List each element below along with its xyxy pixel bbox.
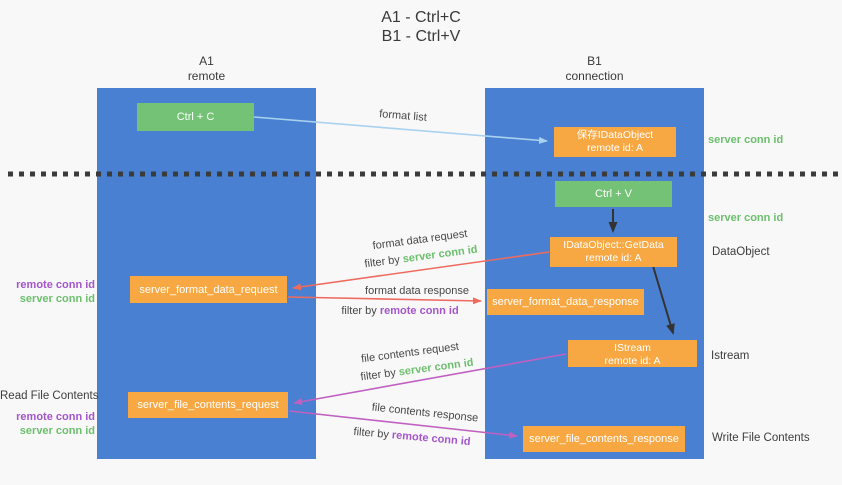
node-save-idataobject-line1: 保存IDataObject <box>576 129 654 141</box>
node-server-format-data-request-label: server_format_data_request <box>139 283 278 296</box>
label-filter-by-text-4: filter by <box>353 425 390 441</box>
right-label-server-conn-id-mid: server conn id <box>708 212 784 224</box>
node-idataobject-getdata-line1: IDataObject::GetData <box>563 239 664 251</box>
lane-header-a1: A1 remote <box>97 54 316 84</box>
label-format-list: format list <box>378 108 428 124</box>
node-idataobject-getdata: IDataObject::GetData remote id: A <box>550 237 677 267</box>
format-data-response-arrow <box>287 296 482 305</box>
lane-header-b1: B1 connection <box>485 54 704 84</box>
title-line-2: B1 - Ctrl+V <box>381 28 461 45</box>
node-save-idataobject: 保存IDataObject remote id: A <box>554 127 676 157</box>
node-server-file-contents-response-label: server_file_contents_response <box>529 433 679 445</box>
node-istream-line2: remote id: A <box>604 355 661 367</box>
label-filter-by-text-2: filter by <box>341 305 377 317</box>
label-filter-by-remote-1: filter by remote conn id <box>341 305 458 317</box>
label-file-contents-response: file contents response <box>371 401 479 425</box>
label-format-data-response: format data response <box>365 285 469 297</box>
label-remote-conn-id-inline-2: remote conn id <box>391 429 471 449</box>
right-label-write-file-contents: Write File Contents <box>712 432 810 444</box>
lane-b1-role: connection <box>565 69 624 83</box>
lane-b1-name: B1 <box>587 54 602 68</box>
left-label-server-conn-id-top: server conn id <box>19 293 95 305</box>
lane-a1-name: A1 <box>199 54 214 68</box>
lane-a1-role: remote <box>187 69 226 83</box>
node-server-file-contents-request-label: server_file_contents_request <box>137 399 279 411</box>
node-server-file-contents-response: server_file_contents_response <box>523 426 685 452</box>
label-filter-by-remote-2: filter by remote conn id <box>353 426 471 448</box>
node-ctrl-c: Ctrl + C <box>137 103 254 131</box>
node-save-idataobject-line2: remote id: A <box>586 142 644 154</box>
right-label-dataobject: DataObject <box>712 246 770 258</box>
left-label-remote-conn-id-bottom: remote conn id <box>16 411 95 423</box>
node-ctrl-c-label: Ctrl + C <box>176 111 215 123</box>
node-server-file-contents-request: server_file_contents_request <box>128 392 288 418</box>
node-server-format-data-request: server_format_data_request <box>130 276 287 303</box>
label-server-conn-id-inline-2: server conn id <box>398 356 475 379</box>
diagram-title: A1 - Ctrl+C B1 - Ctrl+V <box>0 8 842 46</box>
right-label-server-conn-id-top: server conn id <box>708 134 784 146</box>
left-label-remote-conn-id-top: remote conn id <box>16 279 95 291</box>
label-remote-conn-id-inline-1: remote conn id <box>379 305 459 317</box>
label-filter-by-text-3: filter by <box>359 366 397 384</box>
left-label-server-conn-id-bottom: server conn id <box>19 425 95 437</box>
left-label-read-file-contents: Read File Contents <box>0 390 99 402</box>
label-filter-by-text-1: filter by <box>363 253 401 271</box>
node-server-format-data-response-label: server_format_data_response <box>492 296 639 308</box>
right-label-istream: Istream <box>711 350 750 362</box>
node-ctrl-v: Ctrl + V <box>555 181 672 207</box>
node-istream: IStream remote id: A <box>568 340 697 367</box>
title-line-1: A1 - Ctrl+C <box>381 9 461 26</box>
node-istream-line1: IStream <box>614 342 651 354</box>
node-ctrl-v-label: Ctrl + V <box>595 188 632 200</box>
node-server-format-data-response: server_format_data_response <box>487 289 644 315</box>
node-idataobject-getdata-line2: remote id: A <box>585 252 642 264</box>
